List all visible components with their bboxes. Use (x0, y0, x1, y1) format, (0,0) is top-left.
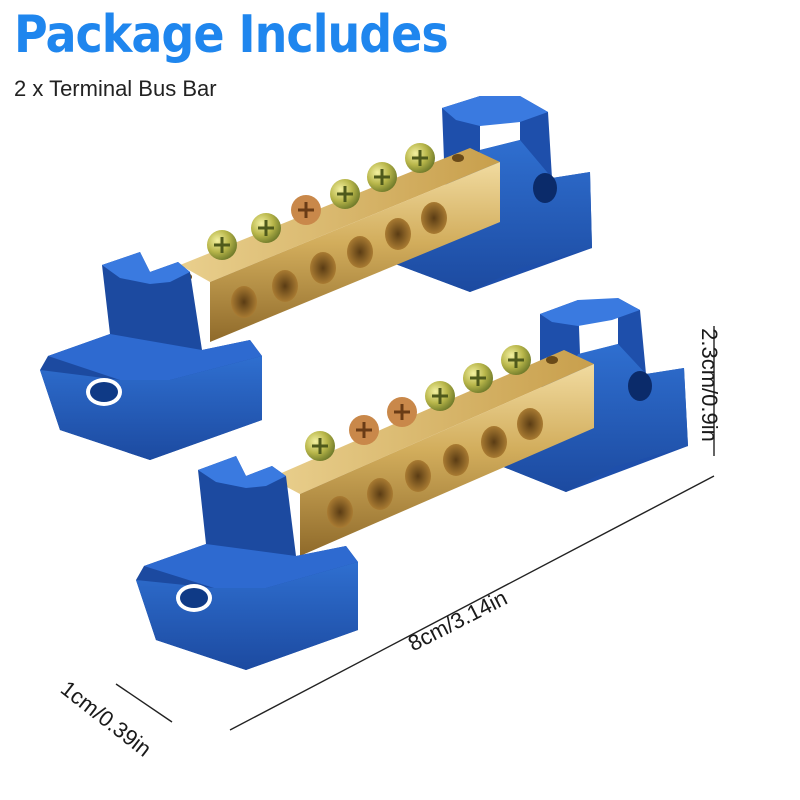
terminal-bus-bar-2 (136, 298, 688, 670)
height-dimension-label: 2.3cm/0.9in (696, 328, 722, 442)
package-contents: 2 x Terminal Bus Bar (14, 76, 217, 101)
dimension-lines (115, 326, 715, 731)
screw-icon (387, 397, 417, 427)
terminal-hole (272, 270, 298, 302)
screw-icon (330, 179, 360, 209)
terminal-hole (347, 236, 373, 268)
width-dimension-line (115, 683, 173, 723)
terminal-hole (231, 286, 257, 318)
screw-icon (291, 195, 321, 225)
screw-icon (305, 431, 335, 461)
terminal-hole (367, 478, 393, 510)
terminal-hole (421, 202, 447, 234)
screw-row (305, 345, 531, 461)
mount-left (136, 456, 358, 670)
terminal-hole (327, 496, 353, 528)
screw-icon (207, 230, 237, 260)
mount-left (40, 252, 262, 460)
length-dimension-line (229, 475, 715, 731)
terminal-bus-bar-1 (40, 96, 592, 460)
terminal-hole (405, 460, 431, 492)
terminal-hole (443, 444, 469, 476)
brass-bar (270, 350, 594, 556)
screw-icon (405, 143, 435, 173)
screw-icon (425, 381, 455, 411)
terminal-hole (310, 252, 336, 284)
terminal-hole (385, 218, 411, 250)
screw-icon (463, 363, 493, 393)
page-title: Package Includes (14, 4, 449, 65)
screw-row (207, 143, 435, 260)
screw-icon (501, 345, 531, 375)
terminal-hole (481, 426, 507, 458)
screw-icon (349, 415, 379, 445)
terminal-hole (517, 408, 543, 440)
screw-icon (367, 162, 397, 192)
brass-bar (180, 148, 500, 342)
screw-icon (251, 213, 281, 243)
